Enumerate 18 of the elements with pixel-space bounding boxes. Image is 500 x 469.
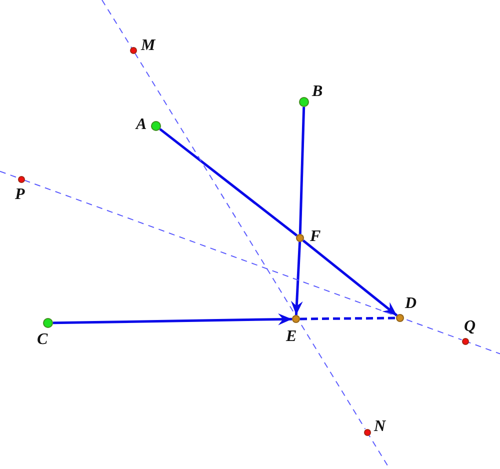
point-label: M <box>141 38 156 54</box>
dashed-line <box>134 52 366 430</box>
arrow <box>52 313 292 326</box>
line-segment <box>159 128 298 237</box>
point-label: N <box>374 419 386 435</box>
arrow <box>290 242 303 316</box>
dashed-line <box>300 316 396 320</box>
arrow <box>302 240 398 316</box>
point-label: F <box>310 229 321 245</box>
point-label: Q <box>464 319 476 335</box>
dashed-line <box>24 180 462 340</box>
point-label: A <box>136 117 147 133</box>
point-label: P <box>15 187 25 203</box>
point-label: D <box>405 296 417 312</box>
point-label: E <box>286 329 297 345</box>
line-segment <box>298 106 306 234</box>
point-label: C <box>37 332 48 348</box>
point-label: B <box>312 84 323 100</box>
